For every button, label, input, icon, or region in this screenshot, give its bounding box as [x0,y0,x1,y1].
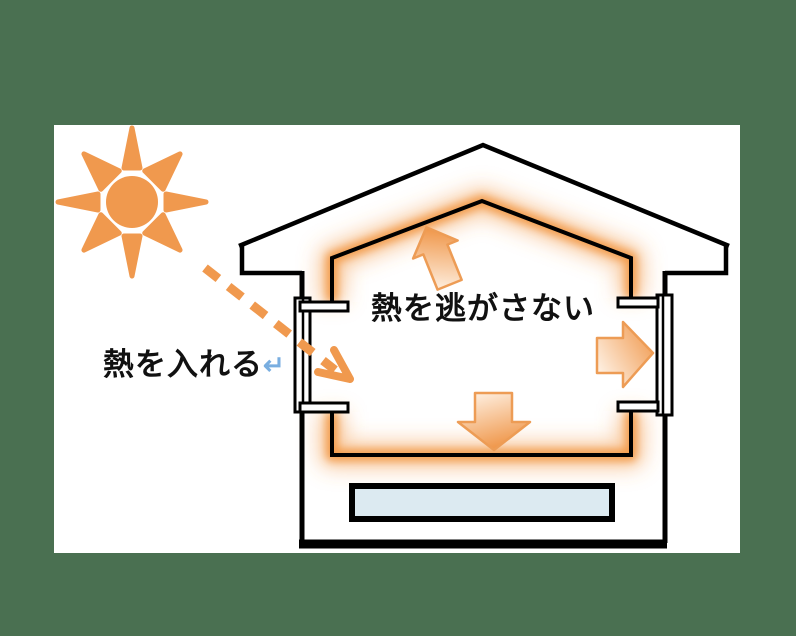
left-window-bottom-sill [298,401,350,414]
right-window-glazing [655,293,674,417]
right-window-bottom-sill [616,400,660,413]
left-window [293,296,350,414]
left-window-top-sill [298,300,350,313]
keep-heat-in-text: 熱を逃がさない [371,291,595,326]
right-eave [665,244,729,276]
right-window-top-sill [616,296,660,309]
up-arrow-icon [411,226,463,291]
label-let-heat-in: 熱を入れる↵ [103,347,285,383]
let-heat-in-text: 熱を入れる [103,347,263,382]
sunray-dashed-arrow [202,264,354,383]
diagram-canvas: 熱を逃がさない 熱を入れる↵ [54,125,740,553]
sun-icon [55,125,209,279]
right-arrow-icon [595,320,655,389]
heat-arrows [411,226,655,452]
right-window [616,293,674,417]
label-keep-heat-in: 熱を逃がさない [371,291,595,327]
down-arrow-icon [456,391,532,452]
house-insulation-diagram [55,125,730,549]
floor-insulation-panel [349,483,615,522]
outer-roof [238,142,730,249]
inner-shell [330,198,633,457]
left-eave [239,244,302,276]
return-mark-icon: ↵ [263,350,285,380]
